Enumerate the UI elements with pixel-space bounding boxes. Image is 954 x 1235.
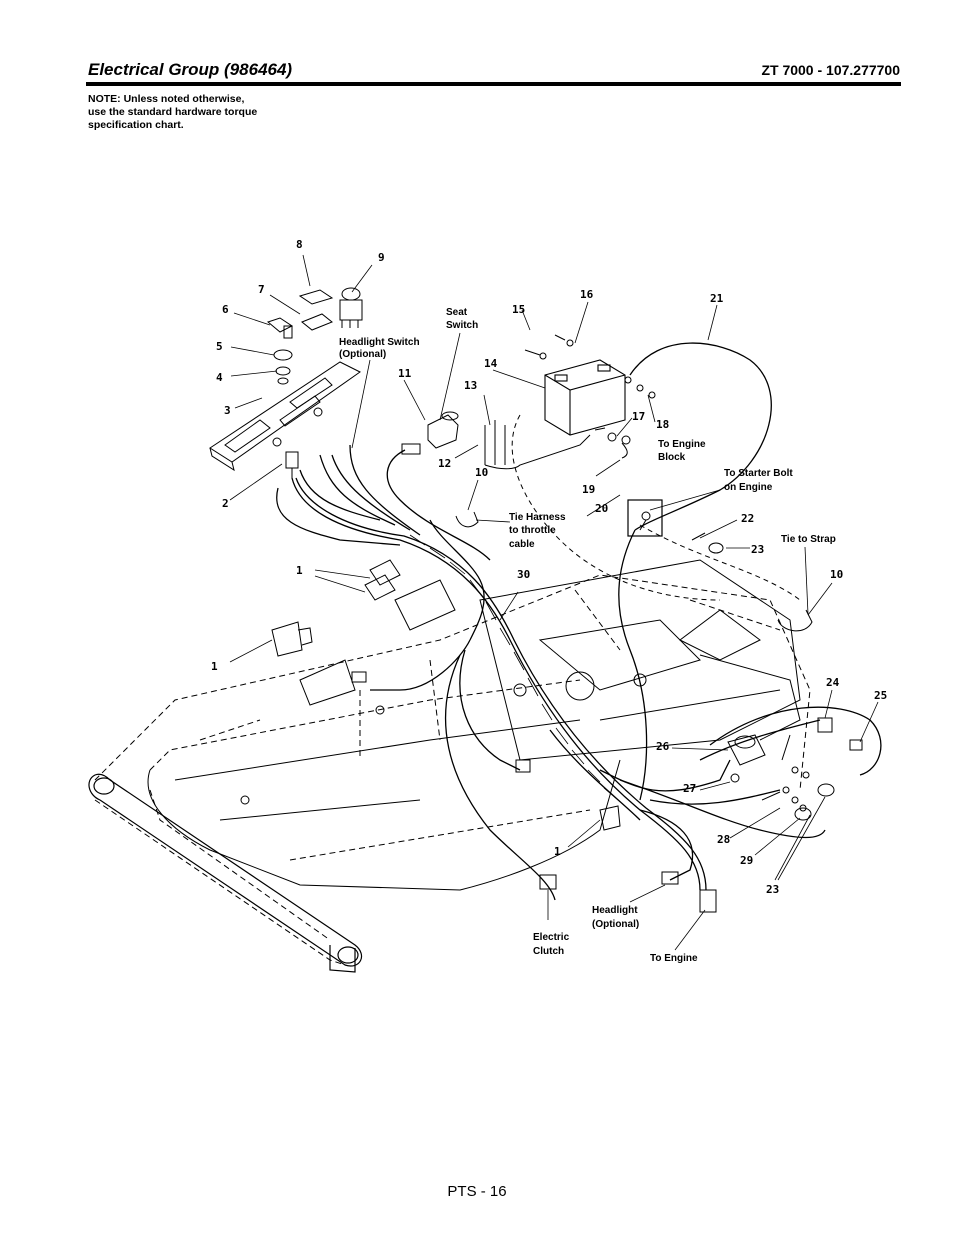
callout-5: 5	[216, 340, 223, 353]
switch-covers	[298, 289, 334, 331]
callout-1: 1	[211, 660, 218, 673]
frame-rail	[88, 773, 363, 973]
callout-16: 16	[580, 288, 594, 301]
key-switch	[266, 317, 293, 339]
caption-seat-switch: Switch	[446, 320, 478, 331]
callout-23: 23	[766, 883, 779, 896]
callout-21: 21	[710, 292, 724, 305]
callout-6: 6	[222, 303, 229, 316]
caption-electric-clutch: Clutch	[533, 946, 564, 957]
callout-29: 29	[740, 854, 753, 867]
page-number: PTS - 16	[447, 1183, 507, 1200]
callout-17: 17	[632, 410, 645, 423]
starter-connection-box	[627, 499, 663, 537]
wire-harness	[276, 342, 882, 901]
battery	[544, 359, 626, 436]
callout-18: 18	[656, 418, 669, 431]
headlight-connector	[661, 871, 717, 913]
caption-tie-to-strap: Tie to Strap	[781, 534, 836, 545]
callout-22: 22	[741, 512, 754, 525]
callout-4: 4	[216, 371, 223, 384]
caption-headlight: (Optional)	[592, 919, 639, 930]
clutch-connector	[515, 759, 557, 890]
switch-boots	[273, 349, 293, 385]
leader-lines	[229, 254, 879, 951]
page-header: Electrical Group (986464) ZT 7000 - 107.…	[88, 60, 900, 86]
caption-headlight: Headlight	[592, 905, 638, 916]
battery-hardware	[524, 334, 656, 459]
callout-13: 13	[464, 379, 477, 392]
caption-tie-harness: to throttle	[509, 525, 556, 536]
caption-to-engine-block: Block	[658, 452, 686, 463]
page-title: Electrical Group (986464)	[88, 60, 293, 79]
callout-9: 9	[378, 251, 385, 264]
callout-2: 2	[222, 497, 229, 510]
harness-wrap	[409, 534, 619, 801]
callout-3: 3	[224, 404, 231, 417]
captions: Headlight Switch (Optional) Seat Switch …	[339, 307, 836, 964]
callout-19: 19	[582, 483, 595, 496]
header-rule	[86, 82, 901, 86]
callout-26: 26	[656, 740, 670, 753]
caption-to-starter-bolt: To Starter Bolt	[724, 468, 793, 479]
torque-note: NOTE: Unless noted otherwise, use the st…	[88, 93, 257, 132]
deck-plate	[147, 559, 801, 891]
note-line: NOTE: Unless noted otherwise,	[88, 93, 245, 105]
callout-15: 15	[512, 303, 525, 316]
seat-switch	[401, 411, 459, 455]
ignition-connector	[285, 451, 299, 478]
note-line: specification chart.	[88, 119, 184, 131]
solenoid	[727, 717, 863, 766]
caption-tie-harness: cable	[509, 539, 535, 550]
callout-7: 7	[258, 283, 265, 296]
caption-electric-clutch: Electric	[533, 932, 570, 943]
dash-panel	[209, 361, 361, 472]
callout-14: 14	[484, 357, 498, 370]
caption-headlight-switch: Headlight Switch	[339, 337, 420, 348]
callout-25: 25	[874, 689, 887, 702]
battery-hold-down	[484, 420, 591, 470]
note-line: use the standard hardware torque	[88, 106, 258, 118]
caption-headlight-switch: (Optional)	[339, 349, 386, 360]
harness-tie	[455, 511, 813, 632]
caption-to-engine: To Engine	[650, 953, 698, 964]
callout-12: 12	[438, 457, 451, 470]
mower-frame	[94, 574, 811, 966]
callout-27: 27	[683, 782, 696, 795]
callout-11: 11	[398, 367, 412, 380]
model-number: ZT 7000 - 107.277700	[761, 62, 900, 78]
relays	[271, 559, 621, 831]
caption-tie-harness: Tie Harness	[509, 512, 566, 523]
callout-8: 8	[296, 238, 303, 251]
caption-seat-switch: Seat	[446, 307, 468, 318]
callout-10: 10	[830, 568, 843, 581]
harness-bracket	[299, 659, 367, 706]
callouts: 8 9 7 6 5 4 3 2 11 12 13 14 15 16 17 18 …	[211, 238, 887, 896]
caption-to-starter-bolt: on Engine	[724, 482, 773, 493]
terminal-hardware	[730, 734, 835, 821]
callout-24: 24	[826, 676, 840, 689]
callout-10: 10	[475, 466, 488, 479]
caption-to-engine-block: To Engine	[658, 439, 706, 450]
callout-28: 28	[717, 833, 730, 846]
callout-30: 30	[517, 568, 530, 581]
pto-switch	[339, 287, 363, 328]
callout-23: 23	[751, 543, 764, 556]
callout-20: 20	[595, 502, 608, 515]
callout-1: 1	[554, 845, 561, 858]
callout-1: 1	[296, 564, 303, 577]
